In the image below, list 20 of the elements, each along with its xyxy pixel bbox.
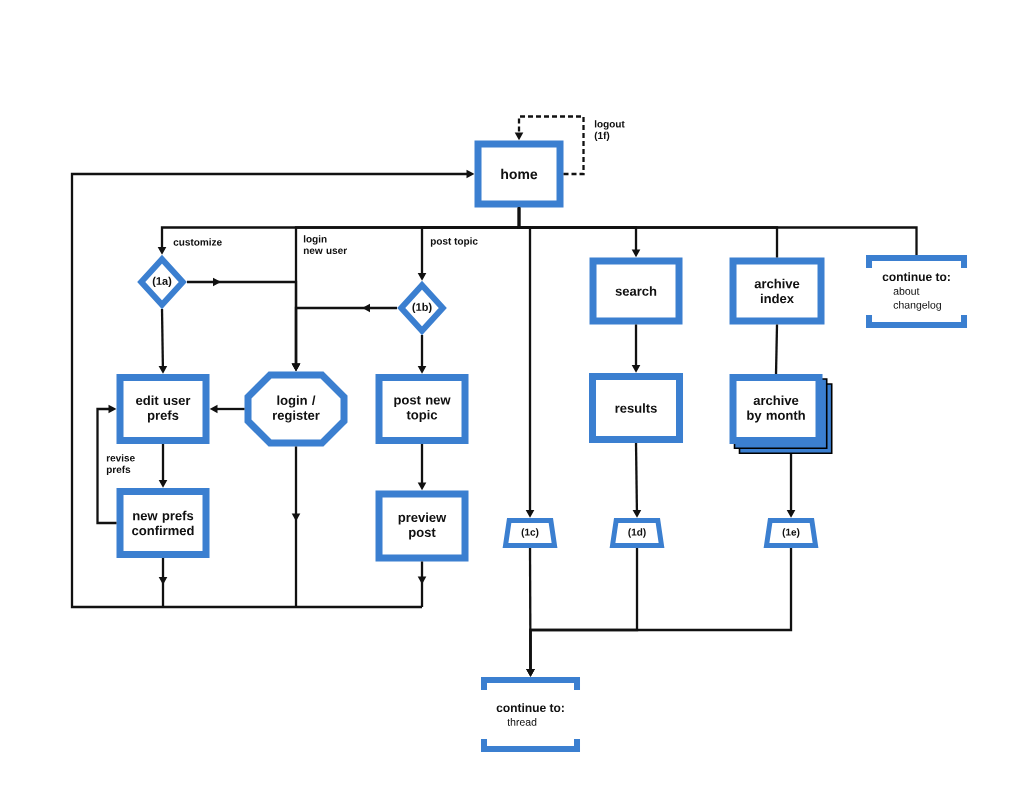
page-box: new prefs confirmed: [116, 488, 210, 558]
edge-label: login new user: [303, 235, 347, 255]
edge-label: post topic: [430, 237, 478, 247]
arrow: [96, 404, 117, 525]
page-box: home: [474, 140, 564, 208]
bracket-box: continue to: thread: [481, 677, 580, 752]
edge-label: revise prefs: [106, 454, 135, 475]
page-box: edit user prefs: [116, 374, 210, 444]
page-box: preview post: [375, 490, 469, 562]
page-box: post new topic: [375, 374, 469, 444]
page-box: results: [589, 373, 683, 443]
bracket-box: continue to: about changelog: [866, 255, 967, 328]
stacked-page-box: archive by month: [729, 374, 833, 454]
octagon-box: login / register: [244, 371, 348, 447]
page-box: archive index: [729, 257, 825, 325]
edge-label: logout (1f): [594, 120, 625, 141]
edge-label: customize: [173, 238, 222, 246]
connector-line: [774, 324, 779, 374]
page-box: search: [589, 257, 683, 325]
connector-line: [517, 207, 918, 255]
